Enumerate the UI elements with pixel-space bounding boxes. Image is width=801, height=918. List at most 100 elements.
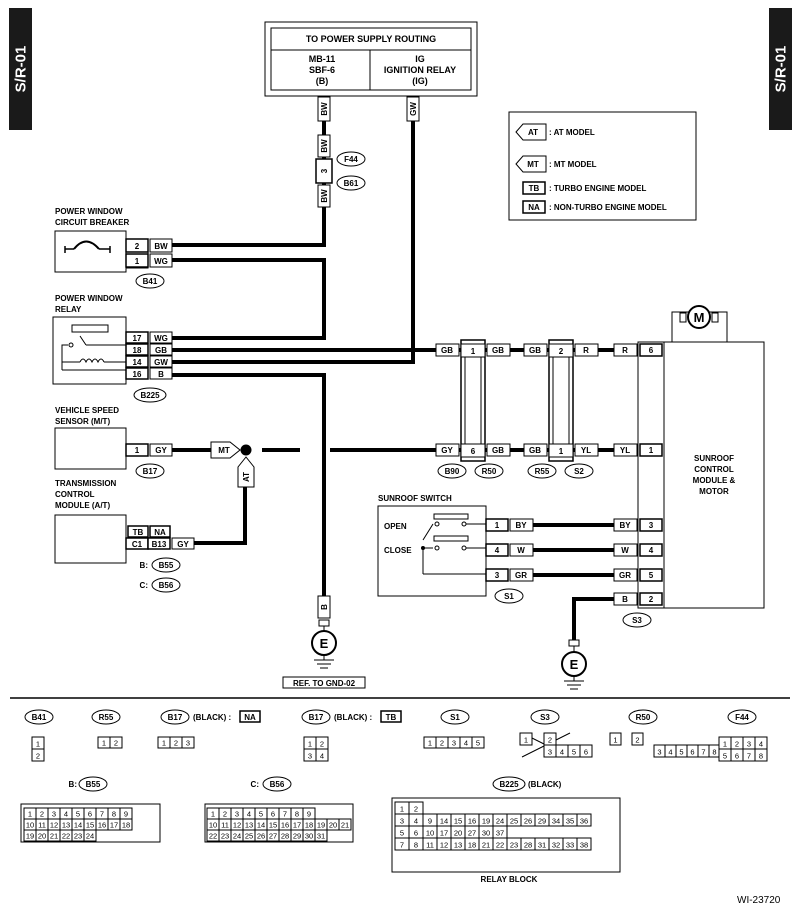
power-source-b: (B) [316, 76, 329, 86]
at-arrow-text: AT [242, 472, 251, 482]
connector-s1: S1 [504, 592, 514, 601]
b56-pin-number: 6 [271, 810, 275, 819]
ground-symbol-left: E [320, 636, 329, 651]
b56-pin-number: 25 [245, 832, 253, 841]
module-pin-6: 6 [649, 346, 654, 355]
wire-label-gy-tcm: GY [177, 540, 189, 549]
f44-pin-number: 2 [735, 740, 739, 749]
s1-pin-3: 3 [495, 571, 500, 580]
tcm-b-prefix: B: [140, 561, 148, 570]
power-source-ig: IG [415, 54, 425, 64]
module-pin-4: 4 [649, 546, 654, 555]
r50-pin-number: 8 [712, 748, 716, 757]
wire-gw [153, 96, 415, 364]
s3-pin-number: 5 [572, 748, 576, 757]
b55-pin-number: 10 [26, 821, 34, 830]
b225-pin-cell [576, 837, 592, 851]
motor-symbol: M [694, 310, 705, 325]
b56-pin-number: 2 [223, 810, 227, 819]
b55-pin-number: 5 [76, 810, 80, 819]
s1-pin-number: 5 [476, 739, 480, 748]
b225-pin-number: 18 [468, 841, 476, 850]
b17na-pin-number: 1 [162, 739, 166, 748]
r50-pin-number: 5 [679, 748, 683, 757]
b55-pin-number: 19 [26, 832, 34, 841]
b225-pin-number: 37 [496, 829, 504, 838]
transmission-control-module: TRANSMISSION CONTROL MODULE (A/T) TB NA … [54, 479, 195, 593]
b225-pin-number: 32 [552, 841, 560, 850]
b225-pin-number: 30 [482, 829, 490, 838]
b225-pin-number: 14 [440, 817, 448, 826]
b56-pin-number: 12 [233, 821, 241, 830]
wire-label-gy-r50: GY [441, 446, 453, 455]
b225-pin-number: 35 [566, 817, 574, 826]
r55-s2-connector: 2 1 GB R GB YL R55 S2 [523, 339, 599, 479]
b55-pin-number: 15 [86, 821, 94, 830]
legend-at-tag: AT [528, 128, 538, 137]
view-label-b17-tb: B17 [309, 713, 324, 722]
b55-pin-number: 4 [64, 810, 68, 819]
legend-box: AT : AT MODEL MT : MT MODEL TB : TURBO E… [508, 111, 697, 221]
page-tag-left-text: S/R-01 [12, 45, 29, 93]
wire-label-gb-relay: GB [155, 346, 167, 355]
wire-label-gb-1: GB [441, 346, 453, 355]
b55-pin-number: 16 [98, 821, 106, 830]
b56-pin-number: 18 [305, 821, 313, 830]
b56-pin-number: 9 [307, 810, 311, 819]
b56-pin-number: 31 [317, 832, 325, 841]
r55-pin-cell [109, 736, 123, 749]
b41-pin-cell [31, 748, 45, 762]
module-label-3: MODULE & [693, 476, 736, 485]
connector-b225: B225 [140, 391, 160, 400]
b56-pin-number: 19 [317, 821, 325, 830]
module-pin-2: 2 [649, 595, 654, 604]
b41-pin-number: 2 [36, 752, 40, 761]
sunroof-control-module: M 6 1 3 4 5 2 R YL BY W GR B SUNRO [613, 305, 765, 628]
tcm-c-prefix: C: [140, 581, 148, 590]
b56-pin-number: 20 [329, 821, 337, 830]
r50-pin-number: 4 [668, 748, 672, 757]
b225-pin-number: 28 [524, 841, 532, 850]
relay-label-2: RELAY [55, 305, 82, 314]
b56-pin-cell [314, 829, 328, 842]
relay-label-1: POWER WINDOW [55, 294, 123, 303]
switch-open-label: OPEN [384, 522, 407, 531]
b56-pin-number: 21 [341, 821, 349, 830]
r50-pin-6: 6 [471, 447, 476, 456]
b225-pin-number: 10 [426, 829, 434, 838]
wire-label-b-relay: B [158, 370, 164, 379]
wire-b-ground [153, 373, 326, 596]
wire-label-w-switch: W [517, 546, 525, 555]
power-source-ignition-relay: IGNITION RELAY [384, 65, 456, 75]
connector-b61: B61 [344, 179, 359, 188]
b225-pin-number: 31 [538, 841, 546, 850]
b225-pin-number: 29 [538, 817, 546, 826]
b17na-pin-number: 3 [186, 739, 190, 748]
r50-pin-number: 6 [690, 748, 694, 757]
b225-pin-number: 20 [454, 829, 462, 838]
wire-label-r-module: R [622, 346, 628, 355]
b56-pin-number: 1 [211, 810, 215, 819]
r50-pin-cell [631, 732, 644, 746]
s3-pin-cell [519, 732, 533, 746]
view-label-r55: R55 [99, 713, 114, 722]
wire-label-by-module: BY [619, 521, 631, 530]
view-label-s3: S3 [540, 713, 550, 722]
b17tb-pin-number: 3 [308, 752, 312, 761]
b225-pin-cell [576, 813, 592, 827]
b225-pin-17: 17 [133, 334, 142, 343]
b41-pin-number: 1 [36, 740, 40, 749]
b56-pin-number: 13 [245, 821, 253, 830]
legend-na-label: : NON-TURBO ENGINE MODEL [549, 203, 667, 212]
module-pin-1: 1 [649, 446, 654, 455]
b225-pin-number: 5 [400, 829, 404, 838]
r50-pin-number: 7 [701, 748, 705, 757]
connector-s3: S3 [632, 616, 642, 625]
figure-id: WI-23720 [737, 895, 781, 906]
b55-outline [20, 803, 161, 843]
power-box-title: TO POWER SUPPLY ROUTING [306, 34, 436, 44]
f44-b61-connector: BW BW 3 BW F44 B61 [315, 96, 366, 208]
s3-pin-number: 3 [548, 748, 552, 757]
s1-pin-4: 4 [495, 546, 500, 555]
mt-arrow-text: MT [218, 446, 230, 455]
